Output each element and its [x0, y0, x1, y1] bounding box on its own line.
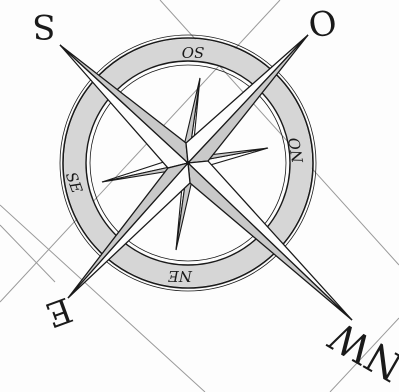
major-point-nw-shade	[188, 163, 352, 320]
cardinal-label-o: O	[305, 0, 339, 44]
compass-center	[186, 161, 190, 165]
ring-label-ne: NE	[168, 267, 193, 285]
cardinal-label-nw: NW	[322, 312, 399, 390]
cardinal-label-s: S	[32, 6, 55, 46]
grid-line	[0, 225, 55, 282]
cardinal-label-e: E	[40, 289, 77, 335]
ring-label-so: SO	[182, 43, 205, 61]
